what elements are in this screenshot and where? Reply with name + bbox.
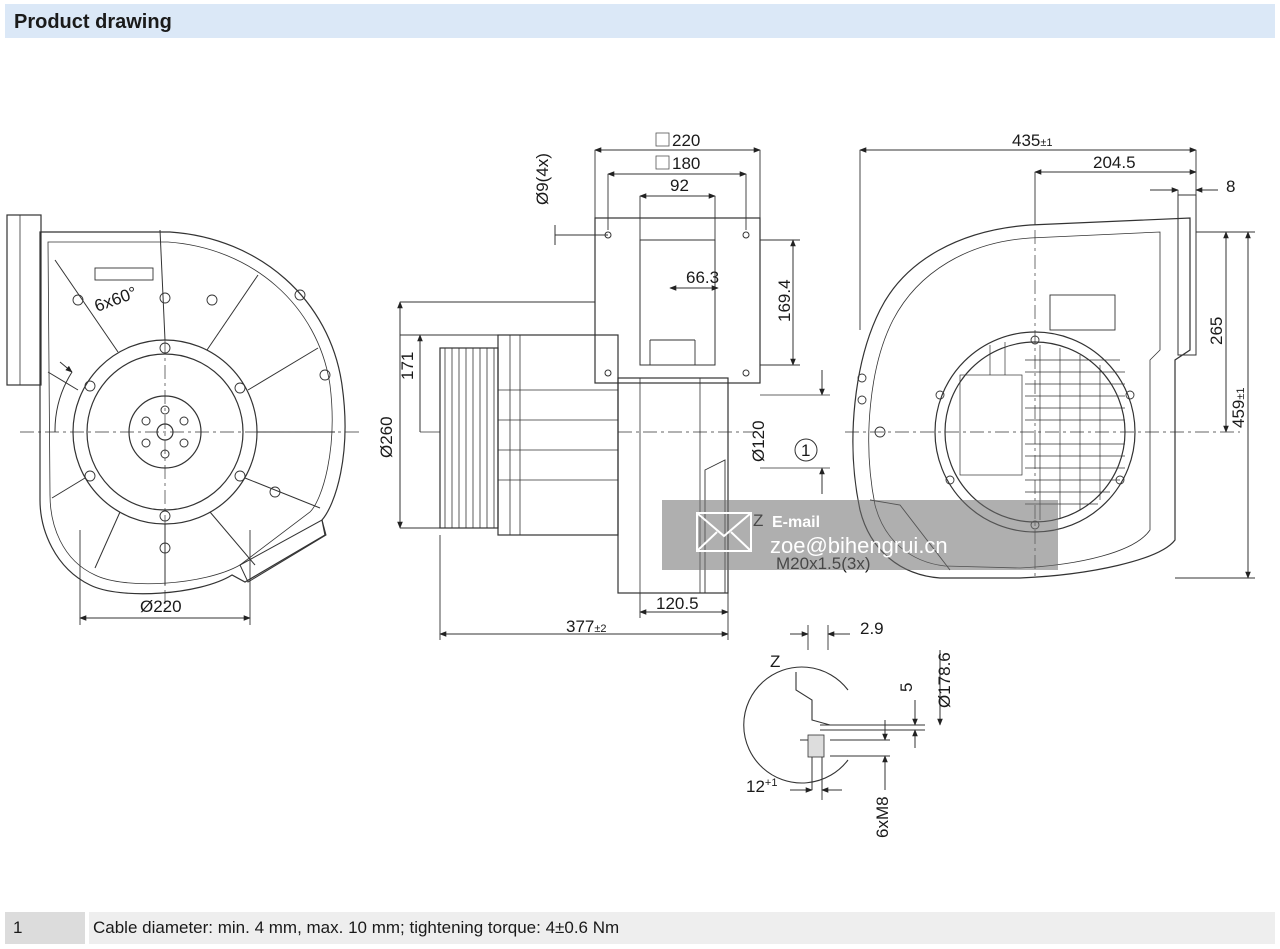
sq-symbol-180 (655, 155, 670, 170)
note-number-cell: 1 (5, 912, 85, 944)
front-flange (6, 214, 42, 386)
dim-265: 265 (1207, 317, 1226, 345)
dim-8: 8 (1226, 177, 1235, 196)
dim-5: 5 (897, 683, 916, 692)
dim-204: 204.5 (1093, 153, 1136, 172)
dim-dia260: Ø260 (377, 416, 396, 458)
dim-66: 66.3 (686, 268, 719, 287)
dim-sq180: 180 (672, 154, 700, 173)
motor-fin-lines (444, 348, 495, 528)
dim-92: 92 (670, 176, 689, 195)
dim-2-9: 2.9 (860, 619, 884, 638)
detail-circle (743, 666, 849, 784)
scroll-side (617, 377, 729, 594)
section-title: Product drawing (14, 11, 172, 33)
section-header: Product drawing (5, 4, 1275, 38)
front-bosses (72, 289, 331, 554)
dim-377: 377±2 (566, 617, 607, 636)
side-view (397, 147, 830, 640)
motor-body-lines (498, 335, 618, 535)
outlet-holes (604, 231, 750, 377)
email-watermark: E-mail zoe@bihengrui.cn (662, 500, 1058, 570)
dim-12-value: 12 (746, 777, 765, 796)
watermark-label: E-mail (772, 514, 820, 531)
dim-169: 169.4 (775, 279, 794, 322)
dim-12-tol: +1 (765, 777, 778, 789)
dim-459-value: 459 (1229, 400, 1248, 428)
callout-1-label: 1 (801, 441, 810, 460)
inlet-flange (1177, 194, 1197, 356)
dim-459: 459±1 (1229, 387, 1248, 428)
callout-1 (794, 438, 818, 462)
dim-435-value: 435 (1012, 131, 1040, 150)
product-drawing: 6x60° Ø220 (6, 131, 1255, 838)
motor-fins (439, 347, 499, 529)
motor-body (497, 334, 619, 536)
dim-dia120: Ø120 (749, 420, 768, 462)
detail-z-title: Z (770, 652, 780, 671)
angle-arc (54, 371, 73, 433)
dim-12: 12+1 (746, 777, 777, 796)
front-tab (239, 519, 327, 583)
sq-symbol-220 (655, 132, 670, 147)
dim-459-tol: ±1 (1235, 387, 1247, 399)
dim-m8: 6xM8 (873, 796, 892, 838)
front-housing (39, 231, 346, 595)
dim-377-value: 377 (566, 617, 594, 636)
front-housing-inner (47, 241, 333, 585)
dim-120: 120.5 (656, 594, 699, 613)
dim-sq220: 220 (672, 131, 700, 150)
watermark-email: zoe@bihengrui.cn (770, 533, 948, 558)
envelope-icon (696, 512, 752, 552)
dim-dia178: Ø178.6 (935, 652, 954, 708)
outlet-duct (639, 239, 716, 366)
dim-435-tol: ±1 (1040, 137, 1052, 149)
note-number: 1 (13, 918, 23, 937)
dim-angle: 6x60° (92, 283, 140, 316)
front-label-plate (94, 267, 154, 281)
note-row: 1 Cable diameter: min. 4 mm, max. 10 mm;… (5, 912, 1275, 944)
dim-171: 171 (398, 352, 417, 380)
dim-dia220: Ø220 (140, 597, 182, 616)
dim-hole: Ø9(4x) (533, 153, 552, 205)
note-text: Cable diameter: min. 4 mm, max. 10 mm; t… (93, 918, 620, 937)
inlet-view (845, 147, 1255, 580)
front-view (6, 214, 360, 625)
inlet-label (1049, 294, 1116, 331)
dim-435: 435±1 (1012, 131, 1053, 150)
outlet-flange (594, 217, 761, 384)
note-text-cell: Cable diameter: min. 4 mm, max. 10 mm; t… (89, 912, 1275, 944)
inlet-electronics (959, 342, 1125, 520)
dim-377-tol: ±2 (594, 623, 606, 635)
detail-z (743, 625, 943, 800)
